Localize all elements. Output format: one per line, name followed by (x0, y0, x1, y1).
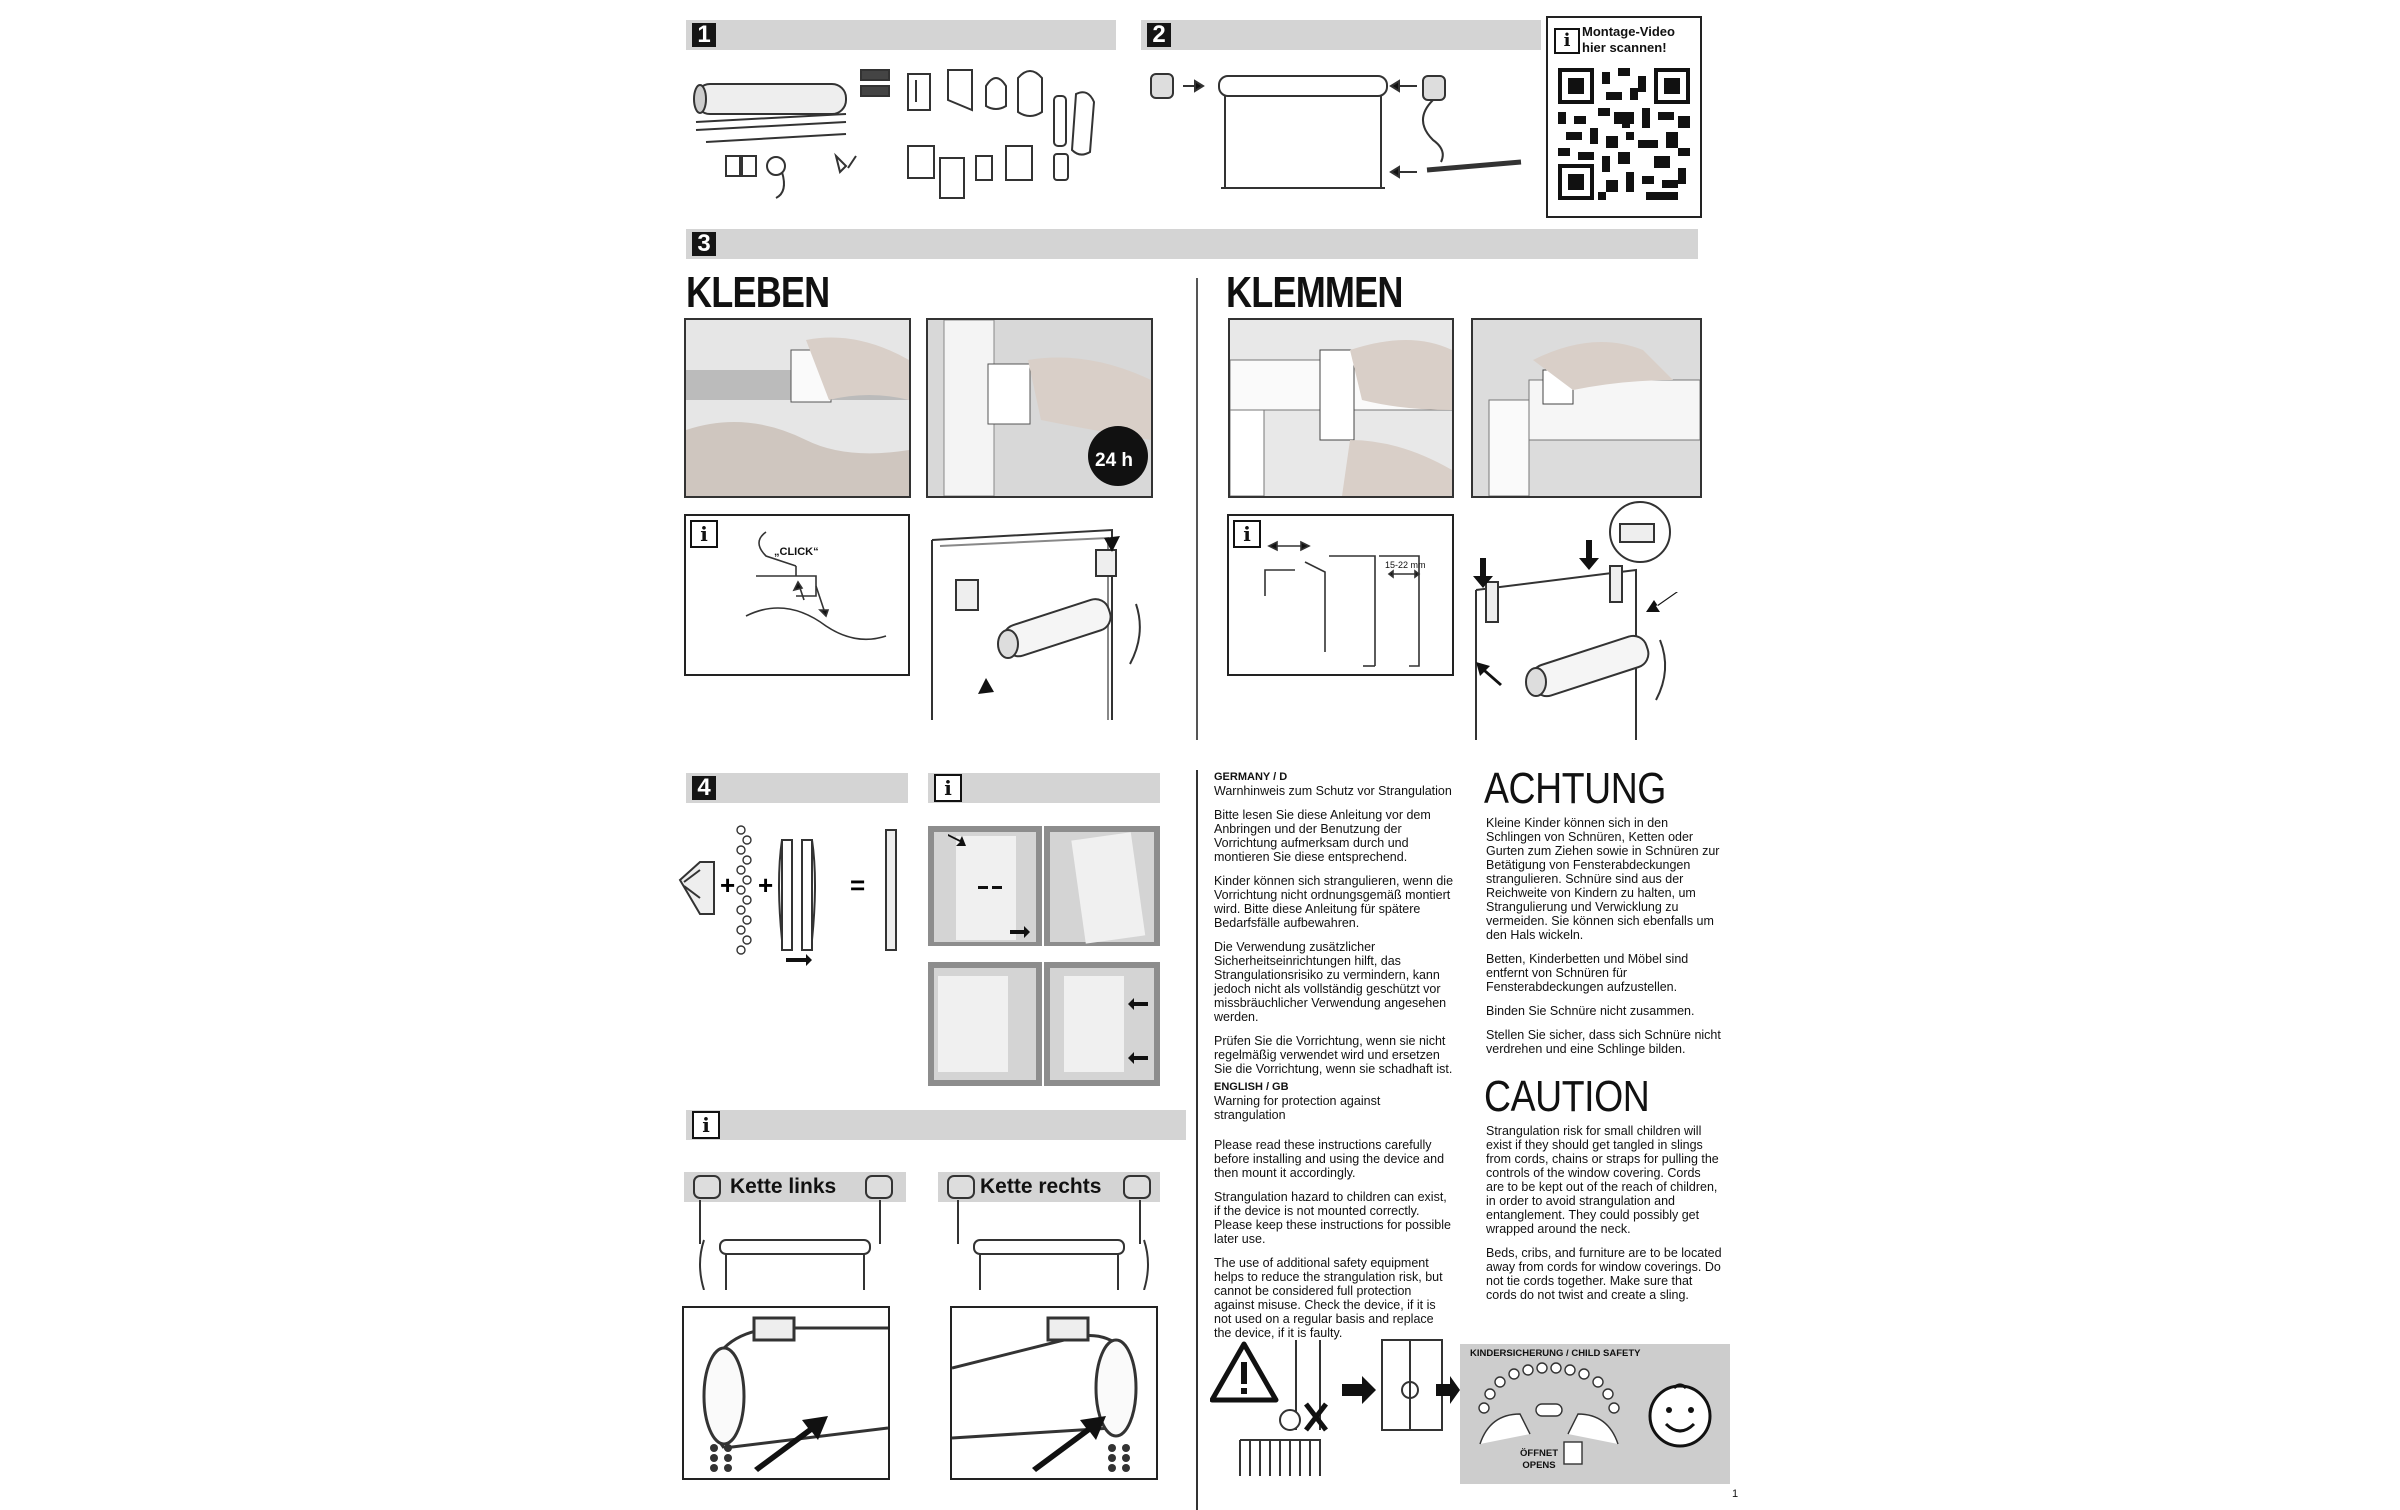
chain-bead (736, 925, 746, 935)
step-number: 1 (692, 23, 716, 47)
clamp-info-panel: i 15-22 mm (1227, 514, 1454, 676)
chain-right-panel: Kette rechts (934, 1170, 1164, 1290)
info-icon: i (1233, 520, 1261, 548)
chain-bead (742, 935, 752, 945)
achtung-paragraph-3: Binden Sie Schnüre nicht zusammen. (1486, 1004, 1695, 1018)
chain-bead (742, 835, 752, 845)
clamp-mount-illustration (1460, 500, 1700, 740)
info-icon: i (1554, 28, 1580, 54)
step-number: 3 (692, 232, 716, 256)
chain-bead (742, 875, 752, 885)
chain-bead (736, 865, 746, 875)
chain-bead (736, 885, 746, 895)
achtung-text: Kleine Kinder können sich in den Schling… (1486, 816, 1722, 1066)
timer-24h-label: 24 h (1095, 450, 1134, 471)
svg-text:+: + (720, 870, 735, 900)
qr-caption-line1: Montage-Video (1582, 24, 1675, 39)
glue-mount-illustration (926, 520, 1166, 720)
step-number: 4 (692, 776, 716, 800)
clamp-photo-1 (1228, 318, 1454, 498)
click-label: „CLICK“ (774, 546, 819, 558)
caution-paragraph-2: Beds, cribs, and furniture are to be loc… (1486, 1246, 1722, 1302)
english-subtitle: Warning for protection against strangula… (1214, 1094, 1381, 1122)
info-icon: i (690, 520, 718, 548)
achtung-paragraph-1: Kleine Kinder können sich in den Schling… (1486, 816, 1720, 942)
step-3-header: 3 (686, 229, 1698, 259)
glue-method-title: KLEBEN (686, 268, 830, 317)
text-divider (1196, 770, 1198, 1510)
warning-english: ENGLISH / GB Warning for protection agai… (1214, 1080, 1454, 1350)
chain-info-illustration (928, 826, 1160, 1086)
warning-german: GERMANY / D Warnhinweis zum Schutz vor S… (1214, 770, 1454, 1086)
german-paragraph-2: Kinder können sich strangulieren, wenn d… (1214, 874, 1454, 930)
chain-bead (742, 915, 752, 925)
chain-assembly-illustration: + + = (676, 820, 912, 970)
glue-info-panel: i „CLICK“ (684, 514, 910, 676)
svg-text:+: + (758, 870, 773, 900)
opens-label-de: ÖFFNET (1520, 1448, 1558, 1459)
clamp-method-title: KLEMMEN (1226, 268, 1403, 317)
gap-dimension: 15-22 mm (1385, 560, 1426, 570)
german-paragraph-4: Prüfen Sie die Vorrichtung, wenn sie nic… (1214, 1034, 1453, 1076)
glue-photo-2: 24 h (926, 318, 1153, 498)
child-safety-panel: KINDERSICHERUNG / CHILD SAFETY ÖFFNET OP… (1460, 1344, 1730, 1484)
english-paragraph-2: Strangulation hazard to children can exi… (1214, 1190, 1451, 1246)
info-icon: i (934, 774, 962, 802)
info-icon: i (692, 1111, 720, 1139)
german-country: GERMANY / D (1214, 771, 1288, 783)
clamp-photo-2 (1471, 318, 1702, 498)
chain-left-label: Kette links (730, 1175, 837, 1198)
german-paragraph-3: Die Verwendung zusätzlicher Sicherheitse… (1214, 940, 1447, 1024)
step-2-header: 2 (1141, 20, 1541, 50)
step-4-header: 4 (686, 773, 908, 803)
step-number: 2 (1147, 23, 1171, 47)
opens-label-en: OPENS (1522, 1460, 1556, 1471)
glue-photo-1 (684, 318, 911, 498)
english-paragraph-3: The use of additional safety equipment h… (1214, 1256, 1443, 1340)
assembly-illustration (1141, 56, 1541, 206)
qr-panel[interactable]: i Montage-Video hier scannen! (1546, 16, 1702, 218)
achtung-paragraph-4: Stellen Sie sicher, dass sich Schnüre ni… (1486, 1028, 1721, 1056)
caution-text: Strangulation risk for small children wi… (1486, 1124, 1722, 1312)
chain-bead (736, 905, 746, 915)
chain-bead (742, 895, 752, 905)
page-number: 1 (1732, 1488, 1739, 1500)
step-4-info-header: i (928, 773, 1160, 803)
chain-bead (736, 845, 746, 855)
english-country: ENGLISH / GB (1214, 1081, 1289, 1093)
achtung-paragraph-2: Betten, Kinderbetten und Möbel sind entf… (1486, 952, 1689, 994)
chain-left-detail (682, 1306, 890, 1480)
chain-right-label: Kette rechts (980, 1175, 1102, 1198)
chain-bead (736, 825, 746, 835)
chain-bead (742, 855, 752, 865)
chain-right-detail (950, 1306, 1158, 1480)
qr-caption: Montage-Video hier scannen! (1582, 24, 1675, 56)
safety-pictograms (1210, 1330, 1460, 1480)
step-1-header: 1 (686, 20, 1116, 50)
achtung-title: ACHTUNG (1484, 764, 1666, 813)
chain-bead (736, 945, 746, 955)
qr-code[interactable] (1558, 68, 1690, 200)
german-subtitle: Warnhinweis zum Schutz vor Strangulation (1214, 784, 1452, 798)
caution-title: CAUTION (1484, 1072, 1650, 1121)
chain-side-header: i (686, 1110, 1186, 1140)
german-paragraph-1: Bitte lesen Sie diese Anleitung vor dem … (1214, 808, 1431, 864)
method-divider (1196, 278, 1198, 740)
parts-illustration (686, 56, 1116, 216)
caution-paragraph-1: Strangulation risk for small children wi… (1486, 1124, 1719, 1236)
chain-left-panel: Kette links (680, 1170, 910, 1290)
qr-caption-line2: hier scannen! (1582, 40, 1667, 55)
child-safety-title: KINDERSICHERUNG / CHILD SAFETY (1470, 1348, 1641, 1359)
opens-label: ÖFFNET OPENS (1520, 1448, 1558, 1472)
svg-text:=: = (850, 870, 865, 900)
english-paragraph-1: Please read these instructions carefully… (1214, 1138, 1445, 1180)
